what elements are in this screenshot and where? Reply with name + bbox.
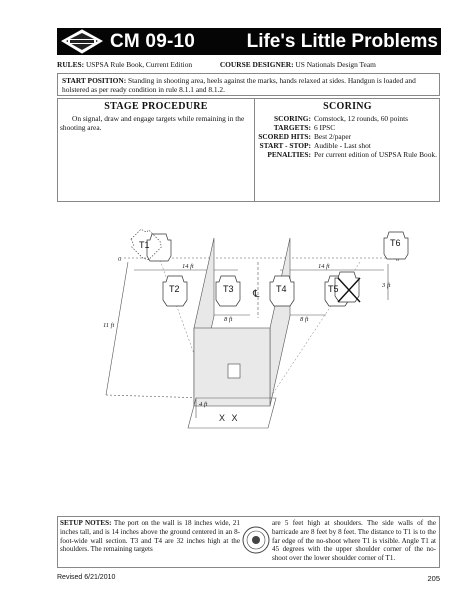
shooting-area — [187, 397, 277, 429]
scoring-row: PENALTIES: Per current edition of USPSA … — [256, 150, 438, 159]
scoring-row-label: SCORED HITS: — [258, 132, 311, 141]
fault-line — [271, 261, 361, 396]
designer-label: COURSE DESIGNER: — [219, 60, 294, 69]
setup-notes-box — [57, 516, 440, 568]
stage-title: Life's Little Problems — [246, 31, 438, 52]
dim-zero-left: 0 — [118, 256, 122, 263]
target-t5: T5 — [324, 271, 361, 307]
stage-code: CM 09-10 — [110, 31, 196, 52]
scoring-row: TARGETS: 6 IPSC — [256, 123, 438, 132]
scoring-row-value: Per current edition of USPSA Rule Book. — [314, 150, 437, 159]
centerline-symbol: ℄ — [252, 289, 260, 300]
procedure-scoring-box — [57, 98, 440, 202]
scoring-row-label: TARGETS: — [273, 123, 311, 132]
dim-14ft-right: 14 ft — [318, 263, 330, 270]
dim-3ft: 3 ft — [381, 282, 391, 289]
dim-11ft: 11 ft — [103, 322, 114, 329]
wall-port — [227, 363, 241, 379]
rules-label: RULES: — [57, 60, 85, 69]
right-wall — [269, 237, 291, 407]
designer-value: US Nationals Design Team — [295, 60, 376, 69]
scoring-row-value: Audible - Last shot — [314, 141, 371, 150]
target-t6-label: T6 — [390, 238, 401, 248]
revised-date: Revised 6/21/2010 — [57, 574, 116, 581]
dim-8ft-left: 8 ft — [224, 316, 233, 323]
target-t6: T6 — [383, 231, 409, 260]
start-position-label: START POSITION: — [62, 76, 127, 85]
target-t4: T4 — [269, 275, 295, 307]
target-t4-label: T4 — [276, 284, 287, 294]
dim-8ft-right: 8 ft — [300, 316, 309, 323]
rules-value: USPSA Rule Book, Current Edition — [85, 60, 193, 69]
scoring-row-label: PENALTIES: — [267, 150, 311, 159]
dim-14ft-left: 14 ft — [182, 263, 194, 270]
target-t3-label: T3 — [223, 284, 234, 294]
scoring-row: SCORED HITS: Best 2/paper — [256, 132, 438, 141]
scoring-row-value: Comstock, 12 rounds, 60 points — [314, 114, 409, 123]
stage-procedure-text: On signal, draw and engage targets while… — [60, 114, 245, 132]
no-shoot-x-icon — [337, 277, 361, 303]
target-t2-label: T2 — [169, 284, 180, 294]
dim-4ft: 4 ft — [199, 401, 208, 408]
target-t2: T2 — [162, 275, 188, 307]
setup-notes-left-text: The port on the wall is 18 inches wide, … — [60, 519, 240, 554]
setup-notes-label: SETUP NOTES: — [60, 519, 112, 527]
start-position-box: START POSITION: Standing in shooting are… — [57, 73, 440, 96]
scoring-row: START - STOP: Audible - Last shot — [256, 141, 438, 150]
dim-line — [105, 261, 129, 396]
scoring-row: SCORING: Comstock, 12 rounds, 60 points — [256, 114, 438, 123]
page-number: 205 — [427, 574, 440, 583]
scoring-row-value: Best 2/paper — [314, 132, 352, 141]
target-t5-label: T5 — [328, 284, 339, 294]
dim-zero-right: 0 — [396, 256, 400, 263]
rules-line: RULES: USPSA Rule Book, Current Edition … — [57, 60, 441, 69]
setup-notes-left: SETUP NOTES: The port on the wall is 18 … — [60, 519, 240, 554]
start-position-text: Standing in shooting area, heels against… — [62, 76, 416, 94]
scoring-row-label: SCORING: — [274, 114, 311, 123]
scoring-row-label: START - STOP: — [259, 141, 312, 150]
header-bar — [57, 28, 441, 55]
column-divider — [254, 98, 255, 202]
uspsa-seal-icon — [242, 526, 270, 554]
dim-line — [105, 394, 207, 399]
stage-procedure-heading: STAGE PROCEDURE — [104, 101, 208, 112]
uspsa-logo-icon — [60, 29, 104, 54]
target-t3: T3 — [215, 275, 241, 307]
scoring-heading: SCORING — [323, 101, 372, 112]
target-t1-label: T1 — [139, 240, 150, 250]
scoring-row-value: 6 IPSC — [314, 123, 336, 132]
setup-notes-right: are 5 feet high at shoulders. The side w… — [272, 519, 436, 563]
target-t1: T1 — [130, 228, 172, 262]
start-marks: X X — [219, 413, 240, 423]
